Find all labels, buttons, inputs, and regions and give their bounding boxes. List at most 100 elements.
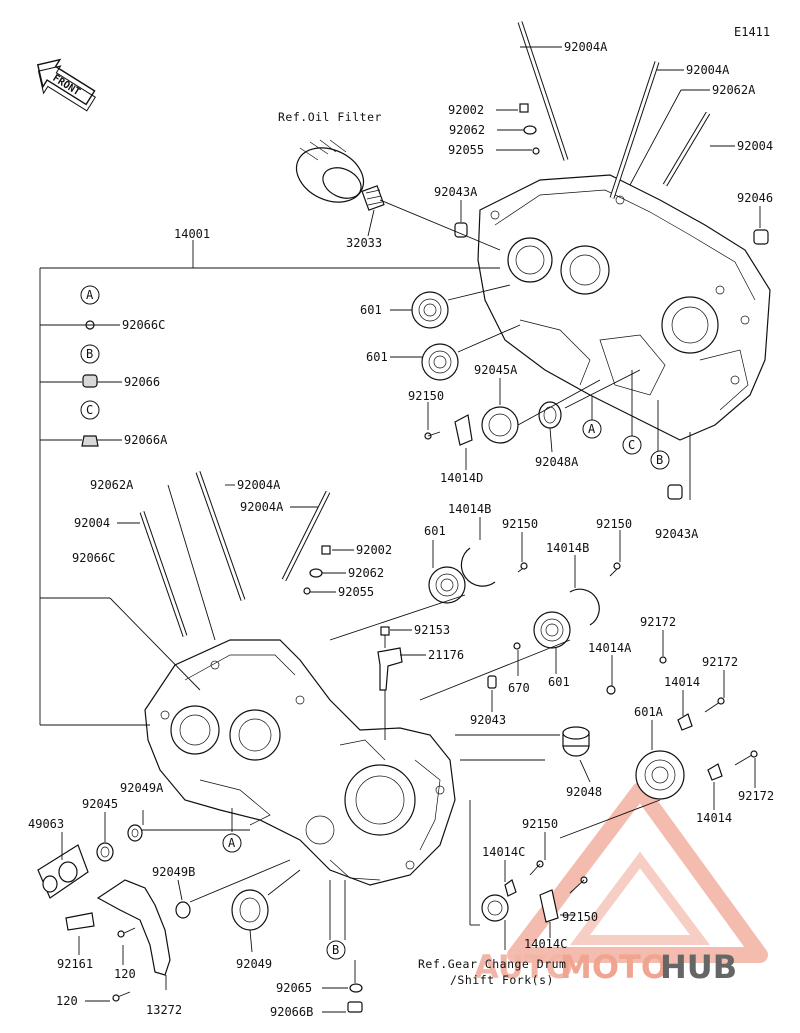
callout-B-lower: B <box>326 940 346 960</box>
nipple-32033-icon <box>361 185 385 211</box>
part-label: 92049 <box>236 957 272 971</box>
oil-seal-92048 <box>562 726 590 757</box>
part-label: 32033 <box>346 236 382 250</box>
stud-92004A-lower-2 <box>281 490 331 582</box>
bearing-92045A <box>481 406 519 444</box>
part-label: 601A <box>634 705 664 719</box>
sensor-21176-icon <box>377 647 403 691</box>
upper-crankcase-right <box>477 174 771 441</box>
part-label: 92004A <box>564 40 608 54</box>
bearing-92045 <box>96 842 114 862</box>
part-label: 92049B <box>152 865 195 879</box>
plug-92066B <box>347 1001 363 1013</box>
clip-14014B-2 <box>569 588 600 626</box>
svg-text:C: C <box>628 438 635 452</box>
part-label: 92172 <box>640 615 676 629</box>
part-label: 92055 <box>338 585 374 599</box>
part-label: 92066C <box>122 318 165 332</box>
part-label: 601 <box>424 524 446 538</box>
plate-92161 <box>65 912 95 931</box>
part-label: 92004A <box>240 500 284 514</box>
part-label: 92066A <box>124 433 168 447</box>
plate-14014-1 <box>677 713 693 731</box>
oil-seal-92049B <box>175 901 191 919</box>
dowel-92043A-upper <box>454 222 468 238</box>
callout-B-legend: B <box>80 344 100 364</box>
part-label: 92062 <box>348 566 384 580</box>
part-label: 92045 <box>82 797 118 811</box>
bolt-92150-5 <box>569 876 588 894</box>
dowel-92043A-lower <box>667 484 683 500</box>
part-label: 120 <box>56 994 78 1008</box>
part-label: 14014A <box>588 641 632 655</box>
washer-92062-lower <box>309 568 323 578</box>
watermark-auto: AUTO <box>474 948 573 986</box>
washer-92065 <box>349 983 363 993</box>
part-label: 92004 <box>737 139 773 153</box>
bolt-92150-3 <box>609 562 621 577</box>
part-label: 14014B <box>448 502 491 516</box>
watermark-hub: HUB <box>660 948 737 986</box>
part-label: 92002 <box>448 103 484 117</box>
part-label: 14014B <box>546 541 589 555</box>
part-label: 92150 <box>522 817 558 831</box>
callout-B-upper: B <box>650 450 670 470</box>
plate-14014C-1 <box>504 879 517 897</box>
stud-92004-lower <box>139 511 188 637</box>
bolt-92150-2 <box>517 562 528 573</box>
plate-14014C-2 <box>539 889 559 923</box>
diagram-id: E1411 <box>734 25 770 39</box>
part-label: 92049A <box>120 781 164 795</box>
part-label: 92043A <box>655 527 699 541</box>
watermark-logo <box>507 782 768 963</box>
ref-gear-change-line2: /Shift Fork(s) <box>450 973 554 987</box>
part-label: 92161 <box>57 957 93 971</box>
part-label: 601 <box>548 675 570 689</box>
bearing-601-upper-2 <box>421 343 459 381</box>
part-label: 92062A <box>712 83 756 97</box>
oring-92055-upper <box>532 147 540 155</box>
callout-A-upper: A <box>582 419 602 439</box>
part-label: 92043A <box>434 185 478 199</box>
part-label: 92150 <box>408 389 444 403</box>
part-label: 92150 <box>596 517 632 531</box>
svg-text:B: B <box>656 453 663 467</box>
bearing-601A <box>635 750 685 800</box>
stud-92004-upper <box>662 111 711 187</box>
front-arrow-icon: FRONT <box>36 58 97 112</box>
ball-670 <box>513 642 521 650</box>
watermark-moto: MOTO <box>560 948 668 986</box>
part-label: 92048 <box>566 785 602 799</box>
part-label: 92066B <box>270 1005 313 1019</box>
bearing-601-upper-1 <box>411 291 449 329</box>
part-label: 14014 <box>696 811 732 825</box>
callout-A-legend: A <box>80 285 100 305</box>
cover-49063 <box>37 844 89 899</box>
bolt-92002-upper <box>519 103 529 113</box>
bearing-601-lower-1 <box>428 566 466 604</box>
part-label: 601 <box>366 350 388 364</box>
bolt-120-2 <box>112 991 131 1002</box>
part-label: 92153 <box>414 623 450 637</box>
part-label: 92002 <box>356 543 392 557</box>
bolt-92002-lower <box>321 545 331 555</box>
part-label: 92004A <box>686 63 730 77</box>
part-label: 13272 <box>146 1003 182 1017</box>
bearing-gear-change <box>481 894 509 922</box>
part-label: 92150 <box>562 910 598 924</box>
stud-92004A-upper-2 <box>609 61 660 199</box>
bolt-92150-4 <box>529 860 544 876</box>
ref-gear-change-line1: Ref.Gear Change Drum <box>418 957 566 971</box>
part-label: 92048A <box>535 455 579 469</box>
part-label: 92043 <box>470 713 506 727</box>
part-label: 92065 <box>276 981 312 995</box>
part-label: 92046 <box>737 191 773 205</box>
plate-14014A <box>606 685 616 695</box>
bolt-92150-1 <box>424 431 441 440</box>
oil-seal-92049A <box>127 824 143 842</box>
stud-92004A-upper-1 <box>517 21 569 161</box>
lower-crankcase-left <box>144 639 456 886</box>
plug-92066A-icon <box>81 435 99 447</box>
pin-92043 <box>487 675 497 689</box>
